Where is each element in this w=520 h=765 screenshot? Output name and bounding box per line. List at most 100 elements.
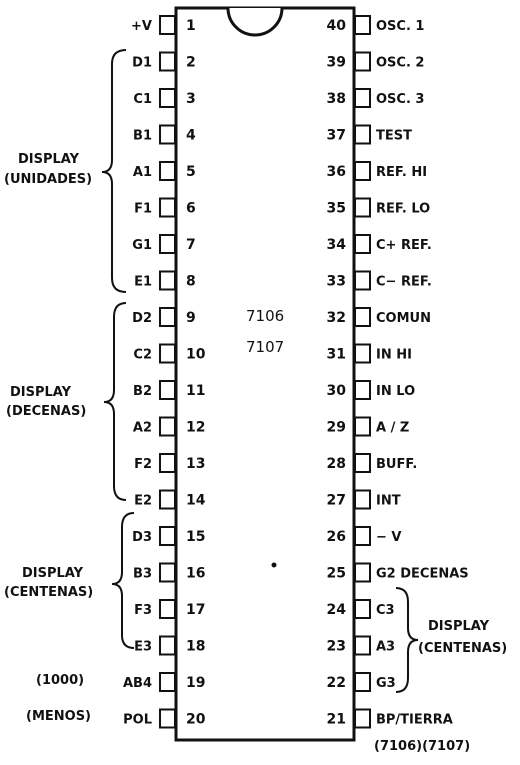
pin-label: F1 xyxy=(134,202,152,217)
pin-box xyxy=(159,234,176,254)
pin-box xyxy=(354,599,371,619)
pin-box xyxy=(159,307,176,327)
pin-box xyxy=(354,343,371,364)
pin-number: 31 xyxy=(327,347,346,363)
pin-label: C3 xyxy=(376,603,395,618)
pin-box xyxy=(159,15,176,35)
group-unidades-subtitle: (UNIDADES) xyxy=(4,172,92,187)
pin-box xyxy=(354,453,371,473)
pin-box xyxy=(159,526,176,546)
pin-label: IN LO xyxy=(376,384,415,399)
pin-number: 22 xyxy=(327,675,346,691)
pin-number: 15 xyxy=(186,529,205,545)
pin-box xyxy=(354,635,371,656)
pin-label: − V xyxy=(376,530,401,545)
pin-label: E1 xyxy=(134,275,152,290)
pin-number: 9 xyxy=(186,310,196,326)
pin-number: 27 xyxy=(327,493,346,509)
pin-number: 16 xyxy=(186,566,205,582)
pin-box xyxy=(354,526,371,546)
pin-label: B3 xyxy=(133,567,152,582)
pin-number: 1 xyxy=(186,18,196,34)
pin-box xyxy=(159,343,176,364)
pin-label: OSC. 3 xyxy=(376,92,424,107)
pin-label: A3 xyxy=(376,640,395,655)
brace-centenas-left xyxy=(111,512,135,649)
group-centenas-right-title: DISPLAY xyxy=(428,619,490,634)
pin-box xyxy=(159,197,176,218)
pin-number: 38 xyxy=(327,91,346,107)
group-centenas-right-subtitle: (CENTENAS) xyxy=(418,641,507,656)
pin-box xyxy=(354,51,371,72)
pin-label: D2 xyxy=(132,311,152,326)
pin-number: 13 xyxy=(186,456,205,472)
pin-box xyxy=(354,307,371,327)
pin-number: 32 xyxy=(327,310,346,326)
pin-box xyxy=(354,489,371,510)
pin-box xyxy=(354,197,371,218)
pin-box xyxy=(159,562,176,583)
pin-box xyxy=(159,416,176,437)
pin-box xyxy=(159,708,176,729)
group-centenas-left-subtitle: (CENTENAS) xyxy=(4,585,93,600)
pin-number: 39 xyxy=(327,55,346,71)
pin-number: 6 xyxy=(186,201,196,217)
pin-label: OSC. 1 xyxy=(376,19,424,34)
pin-label: A1 xyxy=(133,165,152,180)
pin-label: OSC. 2 xyxy=(376,56,424,71)
pin-number: 10 xyxy=(186,347,206,363)
pin-number: 30 xyxy=(327,383,347,399)
pin-box xyxy=(159,453,176,473)
ic-body xyxy=(174,6,356,742)
pin-number: 28 xyxy=(327,456,346,472)
pin-number: 29 xyxy=(327,420,346,436)
pin-number: 4 xyxy=(186,128,196,144)
pin-box xyxy=(354,234,371,254)
pin-box xyxy=(354,161,371,181)
bottom-note: (7106)(7107) xyxy=(374,739,470,754)
pin-label: REF. HI xyxy=(376,165,427,180)
pin-number: 19 xyxy=(186,675,205,691)
group-decenas-subtitle: (DECENAS) xyxy=(6,404,86,419)
pin-box xyxy=(354,708,371,729)
pin-number: 8 xyxy=(186,274,196,290)
pin-number: 21 xyxy=(327,712,346,728)
pin-label: COMUN xyxy=(376,311,431,326)
pin-number: 14 xyxy=(186,493,206,509)
pin-number: 5 xyxy=(186,164,196,180)
pin-label: AB4 xyxy=(123,676,152,691)
pin-label: C− REF. xyxy=(376,275,432,290)
note-pin19: (1000) xyxy=(36,673,84,688)
pin-number: 35 xyxy=(327,201,346,217)
pin-number: 24 xyxy=(327,602,347,618)
pin-label: G1 xyxy=(132,238,152,253)
pin-box xyxy=(159,88,176,108)
pin-number: 34 xyxy=(327,237,347,253)
pin-label: BUFF. xyxy=(376,457,417,472)
left-pins: 1+V2D13C14B15A16F17G18E19D210C211B212A21… xyxy=(123,15,206,729)
pin-number: 25 xyxy=(327,566,346,582)
brace-unidades xyxy=(101,49,127,293)
pin-label: F2 xyxy=(134,457,152,472)
pin-number: 17 xyxy=(186,602,205,618)
pin-number: 23 xyxy=(327,639,346,655)
ic-notch xyxy=(226,7,284,37)
pin-box xyxy=(159,161,176,181)
pin-box xyxy=(159,124,176,145)
pin-label: C1 xyxy=(133,92,152,107)
pin-box xyxy=(159,489,176,510)
pin-label: D3 xyxy=(132,530,152,545)
pin-box xyxy=(159,672,176,692)
pin-label: G3 xyxy=(376,676,396,691)
pin-number: 20 xyxy=(186,712,206,728)
pin-box xyxy=(354,270,371,291)
pin-box xyxy=(354,672,371,692)
pin-label: +V xyxy=(131,19,152,34)
pin-number: 26 xyxy=(327,529,346,545)
pin-label: F3 xyxy=(134,603,152,618)
pin-label: C+ REF. xyxy=(376,238,432,253)
pin-number: 12 xyxy=(186,420,205,436)
note-pin20: (MENOS) xyxy=(26,709,91,724)
pin-number: 33 xyxy=(327,274,346,290)
